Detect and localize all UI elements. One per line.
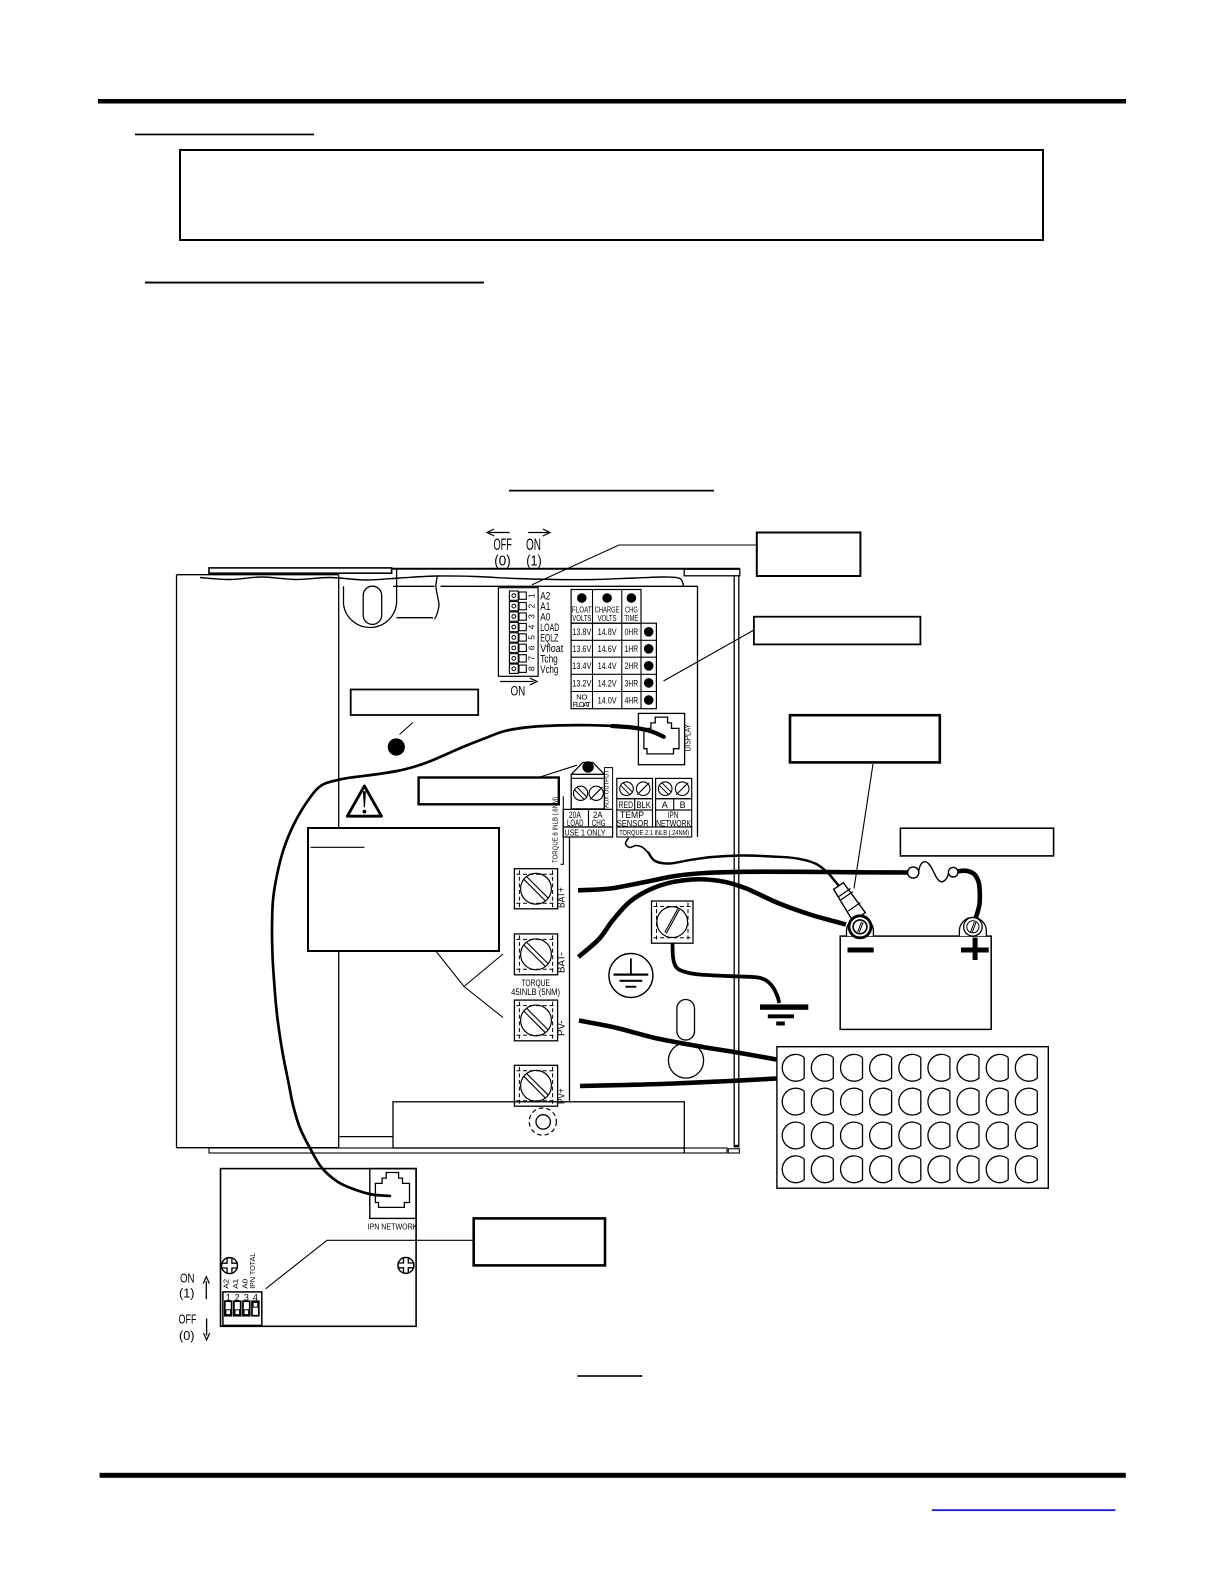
svg-text:1: 1 — [226, 1292, 231, 1302]
svg-text:BAT+: BAT+ — [557, 887, 568, 908]
svg-text:EQLZ: EQLZ — [540, 632, 558, 644]
svg-text:USE 1 ONLY: USE 1 ONLY — [565, 828, 606, 838]
svg-text:(0): (0) — [494, 553, 511, 569]
svg-text:BAT-: BAT- — [557, 952, 568, 973]
svg-text:1: 1 — [527, 593, 537, 598]
svg-text:4: 4 — [253, 1292, 258, 1302]
svg-text:IPN NETWORK: IPN NETWORK — [368, 1223, 418, 1232]
svg-text:VOLTS: VOLTS — [598, 614, 617, 623]
svg-text:20A: 20A — [569, 810, 581, 820]
svg-text:2: 2 — [235, 1292, 240, 1302]
svg-text:A1: A1 — [231, 1279, 240, 1289]
svg-text:5: 5 — [527, 635, 537, 640]
svg-text:OFF: OFF — [179, 1313, 197, 1327]
svg-text:A2: A2 — [222, 1279, 231, 1289]
svg-text:3HR: 3HR — [625, 678, 639, 689]
svg-text:PV-: PV- — [557, 1020, 568, 1036]
svg-text:A2: A2 — [540, 591, 550, 603]
svg-text:(0): (0) — [179, 1329, 195, 1343]
svg-text:(1): (1) — [526, 553, 542, 569]
svg-text:14.2V: 14.2V — [598, 678, 618, 689]
svg-text:VOLTS: VOLTS — [572, 614, 591, 623]
svg-text:13.8V: 13.8V — [572, 627, 592, 638]
svg-text:13.2V: 13.2V — [572, 678, 592, 689]
svg-text:NO: NO — [576, 693, 587, 702]
svg-text:TIME: TIME — [625, 614, 639, 623]
svg-text:RED: RED — [619, 800, 634, 810]
svg-text:A: A — [662, 800, 668, 810]
svg-text:OFF: OFF — [493, 535, 512, 554]
svg-text:2HR: 2HR — [625, 661, 639, 672]
svg-text:SENSOR: SENSOR — [617, 818, 649, 828]
svg-text:DISPLAY: DISPLAY — [683, 724, 693, 751]
svg-text:IPN: IPN — [668, 810, 679, 820]
svg-text:CHG: CHG — [592, 818, 606, 828]
svg-text:1HR: 1HR — [625, 644, 639, 655]
svg-text:14.0V: 14.0V — [598, 696, 618, 707]
svg-text:45INLB (5NM): 45INLB (5NM) — [511, 987, 560, 998]
svg-text:FLOAT: FLOAT — [573, 700, 591, 709]
svg-text:8: 8 — [527, 666, 537, 671]
svg-text:BLK: BLK — [636, 800, 651, 810]
svg-text:4: 4 — [527, 624, 537, 629]
svg-text:14.6V: 14.6V — [598, 644, 618, 655]
svg-text:Tchg: Tchg — [540, 653, 558, 665]
svg-text:13.4V: 13.4V — [572, 661, 592, 672]
svg-text:ON: ON — [526, 535, 541, 554]
svg-text:Vfloat: Vfloat — [540, 643, 563, 655]
svg-text:3: 3 — [244, 1292, 249, 1302]
svg-text:13.6V: 13.6V — [572, 644, 592, 655]
svg-text:3: 3 — [527, 614, 537, 619]
svg-text:A0: A0 — [540, 612, 550, 624]
svg-text:CHG: CHG — [625, 606, 638, 615]
svg-text:ON: ON — [511, 684, 526, 699]
svg-text:TORQUE 6 INLB (.6NM): TORQUE 6 INLB (.6NM) — [553, 797, 560, 863]
svg-text:A1: A1 — [540, 601, 550, 613]
svg-text:A0: A0 — [240, 1279, 249, 1289]
svg-text:7: 7 — [527, 656, 537, 661]
svg-text:0HR: 0HR — [625, 627, 639, 638]
svg-text:14.4V: 14.4V — [598, 661, 618, 672]
svg-text:TEMP: TEMP — [620, 810, 644, 820]
svg-text:14.8V: 14.8V — [598, 627, 618, 638]
svg-text:LOAD: LOAD — [567, 818, 584, 828]
svg-text:2: 2 — [527, 603, 537, 608]
svg-text:6: 6 — [527, 645, 537, 650]
svg-text:IPN TOTAL: IPN TOTAL — [248, 1253, 257, 1289]
svg-text:CHARGE: CHARGE — [595, 606, 620, 615]
svg-text:TORQUE: TORQUE — [521, 978, 550, 989]
svg-text:LOAD: LOAD — [540, 622, 559, 634]
svg-text:PV+: PV+ — [557, 1088, 568, 1104]
svg-text:(1): (1) — [179, 1287, 195, 1301]
svg-text:NETWORK: NETWORK — [656, 818, 691, 828]
svg-text:2A: 2A — [593, 810, 603, 820]
svg-text:4HR: 4HR — [625, 696, 639, 707]
svg-text:AUX OUTPUT: AUX OUTPUT — [604, 770, 611, 808]
svg-text:ON: ON — [180, 1271, 195, 1285]
svg-text:B: B — [680, 800, 686, 810]
svg-text:FLOAT: FLOAT — [572, 606, 592, 615]
svg-text:TORQUE 2.1 INLB (.24NM): TORQUE 2.1 INLB (.24NM) — [619, 830, 689, 837]
svg-text:Vchg: Vchg — [540, 664, 558, 676]
